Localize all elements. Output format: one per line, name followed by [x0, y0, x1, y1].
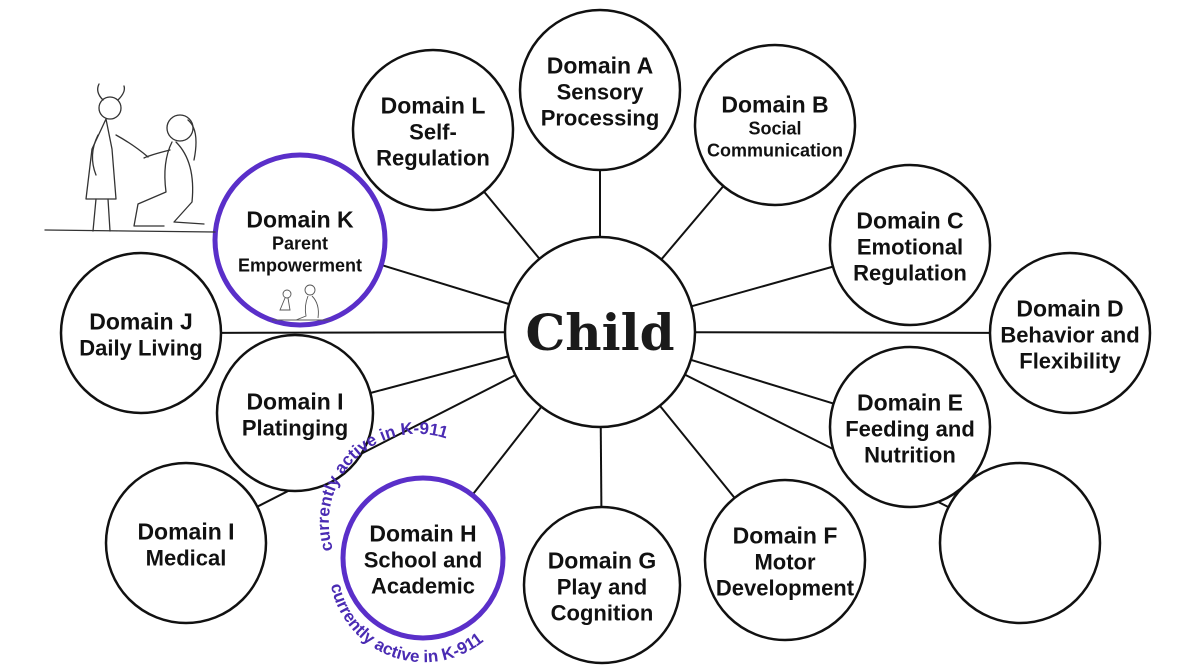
- domain-line-B-1: Communication: [707, 141, 843, 161]
- domain-line-F-1: Development: [716, 576, 855, 601]
- domain-line-A-1: Processing: [541, 106, 660, 131]
- domain-line-H-1: Academic: [371, 574, 475, 599]
- domain-line-G-1: Cognition: [551, 601, 654, 626]
- domain-line-A-0: Sensory: [557, 80, 645, 105]
- domain-title-A: Domain A: [547, 53, 654, 79]
- domain-circle-L: [351, 48, 515, 212]
- connector-F: [659, 405, 736, 499]
- domain-line-L-1: Regulation: [376, 146, 490, 171]
- connector-L: [483, 191, 541, 260]
- domain-circle-D: [988, 251, 1152, 415]
- domain-title-B: Domain B: [721, 92, 828, 118]
- domain-title-K: Domain K: [246, 207, 354, 233]
- domain-title-I-medical: Domain I: [137, 519, 234, 545]
- domain-title-D: Domain D: [1016, 296, 1123, 322]
- domain-circle-I-plat: [215, 333, 375, 493]
- domain-line-C-0: Emotional: [857, 235, 963, 260]
- connector-C: [691, 265, 834, 308]
- domain-line-E-1: Nutrition: [864, 443, 956, 468]
- domain-line-D-1: Flexibility: [1019, 349, 1121, 374]
- domain-circle-A: [518, 8, 682, 172]
- connector-K: [380, 263, 510, 306]
- domain-title-L: Domain L: [381, 93, 486, 119]
- connector-I-plat: [370, 355, 509, 394]
- center-node: Child: [503, 235, 697, 429]
- domain-circle-H: [340, 475, 506, 641]
- center-circle: [503, 235, 697, 429]
- domain-circle-B: [693, 43, 857, 207]
- domain-line-H-0: School and: [364, 548, 483, 573]
- parent-child-mini-sketch-icon: [272, 284, 330, 321]
- domain-circle-J: [59, 251, 223, 415]
- domain-circle-K: [212, 152, 388, 328]
- connector-E: [690, 358, 834, 405]
- domain-title-J: Domain J: [89, 309, 193, 335]
- domain-title-H: Domain H: [369, 521, 476, 547]
- connector-D: [694, 331, 991, 334]
- domain-line-L-0: Self-: [409, 120, 457, 145]
- domain-line-I-plat-0: Platinging: [242, 416, 348, 441]
- domain-line-K-0: Parent: [272, 234, 328, 254]
- connector-J: [220, 331, 506, 334]
- domain-circle-G: [522, 505, 682, 665]
- domain-line-K-1: Empowerment: [238, 256, 362, 276]
- parent-child-sketch-icon: [44, 83, 216, 233]
- connector-H: [471, 406, 543, 496]
- domain-title-E: Domain E: [857, 390, 963, 416]
- domain-title-C: Domain C: [856, 208, 963, 234]
- domain-line-E-0: Feeding and: [845, 417, 975, 442]
- center-label: Child: [525, 303, 674, 362]
- domain-circle-C: [828, 163, 992, 327]
- domain-circle-I-medical: [104, 461, 268, 625]
- domain-line-G-0: Play and: [557, 575, 647, 600]
- domain-circle-E: [828, 345, 992, 509]
- domain-circle-F: [703, 478, 867, 642]
- domain-circle-blank: [938, 461, 1102, 625]
- domain-line-B-0: Social: [748, 119, 801, 139]
- domain-title-I-plat: Domain I: [246, 389, 343, 415]
- domain-line-F-0: Motor: [754, 550, 816, 575]
- domain-line-J-0: Daily Living: [79, 336, 202, 361]
- domain-line-C-1: Regulation: [853, 261, 967, 286]
- domain-title-F: Domain F: [733, 523, 838, 549]
- connector-G: [599, 426, 603, 508]
- domain-title-G: Domain G: [548, 548, 657, 574]
- domain-line-I-medical-0: Medical: [146, 546, 227, 571]
- connector-B: [660, 185, 725, 261]
- domain-node-blank: [938, 461, 1102, 625]
- domain-line-D-0: Behavior and: [1000, 323, 1139, 348]
